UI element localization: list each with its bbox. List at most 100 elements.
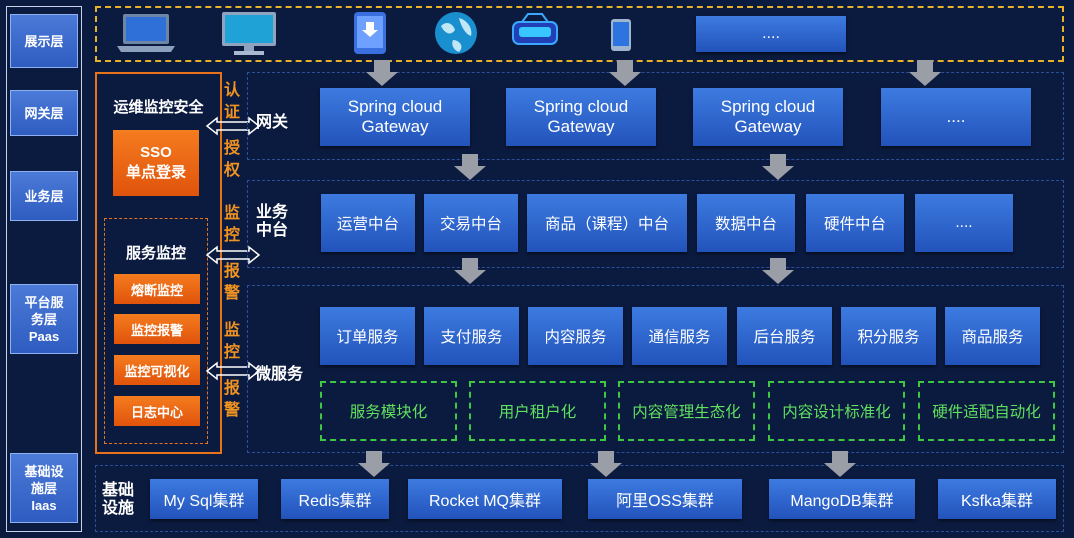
service-content-label: 内容服务 (544, 329, 607, 346)
monitor-item-fuse-label: 熔断监控 (130, 282, 183, 298)
service-points: 积分服务 (841, 307, 936, 365)
vr-headset-icon (512, 13, 558, 45)
infra-panel (95, 465, 1064, 532)
service-order: 订单服务 (320, 307, 415, 365)
side-label-auth: 认 证 授 权 (222, 80, 242, 182)
sso-line1: SSO (140, 144, 172, 161)
service-pay: 支付服务 (424, 307, 519, 365)
layer-iaas-line1: 基础设 (24, 463, 64, 479)
gateway-label: 网关 (256, 114, 289, 131)
infra-oss: 阿里OSS集群 (588, 479, 742, 519)
business-item-trade-label: 交易中台 (439, 216, 502, 233)
service-product-label: 商品服务 (961, 329, 1024, 346)
side-label-auth-c4: 权 (223, 162, 240, 179)
phone-icon (611, 19, 631, 51)
arrow-down-2 (609, 60, 641, 86)
service-order-label: 订单服务 (336, 329, 399, 346)
capability-content-eco-label: 内容管理生态化 (632, 404, 741, 421)
arrow-down-9 (590, 451, 622, 477)
ops-panel (95, 72, 222, 454)
side-label-monitor1-c4: 警 (223, 285, 240, 302)
monitor-item-log-label: 日志中心 (130, 404, 183, 420)
display-more-label: .... (762, 25, 780, 42)
capability-hw-auto: 硬件适配自动化 (918, 381, 1055, 441)
laptop-icon (117, 14, 175, 52)
arrow-down-1 (366, 60, 398, 86)
double-arrow-micro (205, 361, 261, 381)
business-label-line2: 中台 (256, 222, 289, 239)
infra-redis: Redis集群 (281, 479, 389, 519)
business-item-trade: 交易中台 (424, 194, 518, 252)
service-monitor-panel (104, 218, 208, 444)
ops-title: 运维监控安全 (113, 99, 204, 116)
layer-paas-line2: 务层 (30, 311, 57, 327)
infra-redis-label: Redis集群 (298, 493, 372, 510)
infra-mangodb-label: MangoDB集群 (790, 493, 894, 510)
capability-design-std-label: 内容设计标准化 (782, 404, 891, 421)
tablet-icon (354, 12, 386, 54)
infra-mysql-label: My Sql集群 (163, 493, 245, 510)
capability-modular-label: 服务模块化 (349, 404, 428, 421)
service-comm: 通信服务 (632, 307, 727, 365)
capability-tenant-label: 用户租户化 (498, 404, 577, 421)
display-more: .... (696, 16, 846, 52)
side-label-auth-c2: 证 (223, 104, 240, 121)
monitor-item-log: 日志中心 (114, 396, 200, 426)
service-content: 内容服务 (528, 307, 623, 365)
side-label-monitor2-gap (222, 364, 242, 378)
layer-iaas-line2: 施层 (30, 480, 57, 496)
gateway-panel (247, 72, 1064, 160)
layer-business: 业务层 (10, 171, 78, 221)
side-label-monitor2-c3: 报 (223, 380, 240, 397)
infra-label: 基础 设施 (102, 482, 134, 518)
gateway-item-more: .... (881, 88, 1031, 146)
business-item-hardware: 硬件中台 (806, 194, 904, 252)
capability-modular: 服务模块化 (320, 381, 457, 441)
infra-rocketmq: Rocket MQ集群 (408, 479, 562, 519)
side-label-monitor2-c1: 监 (223, 322, 240, 339)
gateway-item-1: Spring cloud Gateway (320, 88, 470, 146)
layer-gateway-label: 网关层 (24, 105, 64, 121)
service-product: 商品服务 (945, 307, 1040, 365)
service-pay-label: 支付服务 (440, 329, 503, 346)
business-item-ops-label: 运营中台 (336, 216, 399, 233)
side-label-monitor2-c2: 控 (223, 344, 240, 361)
micro-panel (247, 285, 1064, 453)
gateway-item-2-line1: Spring cloud (533, 97, 629, 116)
infra-mysql: My Sql集群 (150, 479, 258, 519)
side-label-monitor1-c2: 控 (223, 227, 240, 244)
business-item-hardware-label: 硬件中台 (823, 216, 886, 233)
layer-column (6, 6, 82, 532)
business-item-data: 数据中台 (697, 194, 795, 252)
layer-display-label: 展示层 (24, 33, 64, 49)
business-label: 业务 中台 (256, 204, 288, 240)
arrow-down-5 (762, 154, 794, 180)
infra-rocketmq-label: Rocket MQ集群 (428, 493, 542, 510)
layer-business-label: 业务层 (24, 188, 64, 204)
capability-design-std: 内容设计标准化 (768, 381, 905, 441)
layer-paas-line3: Paas (28, 328, 60, 344)
monitor-item-visual: 监控可视化 (114, 355, 200, 385)
gateway-item-1-line2: Gateway (361, 117, 429, 136)
side-label-monitor2-c4: 警 (223, 402, 240, 419)
arrow-down-8 (358, 451, 390, 477)
service-monitor-title: 服务监控 (125, 245, 186, 262)
layer-paas: 平台服 务层 Paas (10, 284, 78, 354)
arrow-down-10 (824, 451, 856, 477)
micro-label: 微服务 (255, 366, 304, 383)
side-label-auth-c3: 授 (223, 140, 240, 157)
double-arrow-business (205, 245, 261, 265)
business-item-more-label: .... (955, 214, 973, 231)
side-label-monitor1: 监 控 报 警 (222, 203, 242, 305)
side-label-auth-gap (222, 124, 242, 138)
business-label-line1: 业务 (256, 204, 289, 221)
business-item-ops: 运营中台 (321, 194, 415, 252)
capability-content-eco: 内容管理生态化 (618, 381, 755, 441)
service-points-label: 积分服务 (857, 329, 920, 346)
capability-tenant: 用户租户化 (469, 381, 606, 441)
infra-oss-label: 阿里OSS集群 (616, 493, 714, 510)
double-arrow-gateway (205, 116, 261, 136)
business-panel (247, 180, 1064, 268)
side-label-monitor1-gap (222, 247, 242, 261)
business-item-product: 商品（课程）中台 (527, 194, 687, 252)
